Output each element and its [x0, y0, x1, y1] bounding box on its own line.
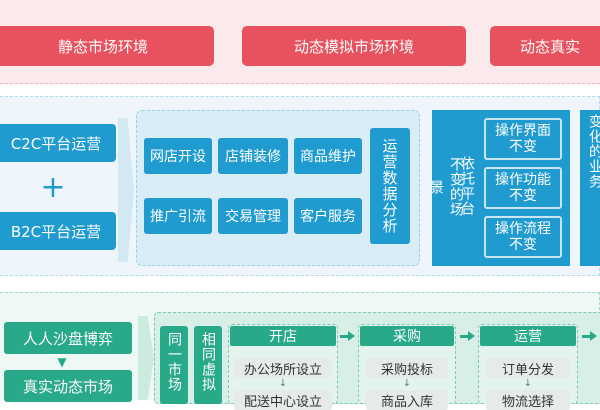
stage-item: 订单分发 [486, 358, 570, 378]
arrow-right-icon [340, 335, 348, 338]
module-product-maintenance: 商品维护 [294, 138, 362, 174]
op-interface-unchanged: 操作界面不变 [484, 118, 562, 160]
module-promotion: 推广引流 [144, 198, 212, 234]
op-function-unchanged: 操作功能不变 [484, 167, 562, 209]
arrow-right-icon [590, 331, 597, 341]
stage-item: 采购投标 [366, 358, 448, 378]
data-analysis-box: 运营数据分析 [370, 128, 410, 244]
plus-icon: + [40, 169, 66, 205]
stage-operation-title: 运营 [480, 326, 576, 346]
module-store-decoration: 店铺装修 [218, 138, 288, 174]
sandbox-game-box: 人人沙盘博弈 [4, 322, 132, 354]
stage-item: 配送中心设立 [234, 390, 332, 410]
stage-item: 商品入库 [366, 390, 448, 410]
dynamic-real-market-box: 动态真实 [490, 26, 600, 66]
chevron-right-icon [118, 118, 134, 262]
real-dynamic-market-box: 真实动态市场 [4, 370, 132, 402]
module-open-store: 网店开设 [144, 138, 212, 174]
stage-open-store-title: 开店 [230, 326, 336, 346]
b2c-operation-box: B2C平台运营 [0, 212, 116, 250]
same-virtual-box: 相同虚拟 [194, 326, 222, 404]
arrow-right-icon [460, 335, 468, 338]
stage-item: 物流选择 [486, 390, 570, 410]
down-arrow-icon: ↓ [402, 378, 412, 389]
down-arrow-icon: ▼ [57, 355, 67, 369]
changed-business-box: 变化的业务 [580, 110, 600, 266]
stage-item: 办公场所设立 [234, 358, 332, 378]
arrow-right-icon [582, 335, 590, 338]
down-arrow-icon: ↓ [278, 378, 288, 389]
platform-label: 依托平台 [459, 156, 475, 216]
op-process-unchanged: 操作流程不变 [484, 216, 562, 258]
module-transaction-management: 交易管理 [218, 198, 288, 234]
arrow-right-icon [348, 331, 355, 341]
chevron-right-icon [138, 316, 154, 400]
static-market-box: 静态市场环境 [0, 26, 214, 66]
arrow-right-icon [468, 331, 475, 341]
dynamic-simulated-market-box: 动态模拟市场环境 [242, 26, 466, 66]
same-market-box: 同一市场 [160, 326, 188, 404]
stage-purchase-title: 采购 [360, 326, 454, 346]
module-customer-service: 客户服务 [294, 198, 362, 234]
down-arrow-icon: ↓ [523, 378, 533, 389]
c2c-operation-box: C2C平台运营 [0, 124, 116, 162]
